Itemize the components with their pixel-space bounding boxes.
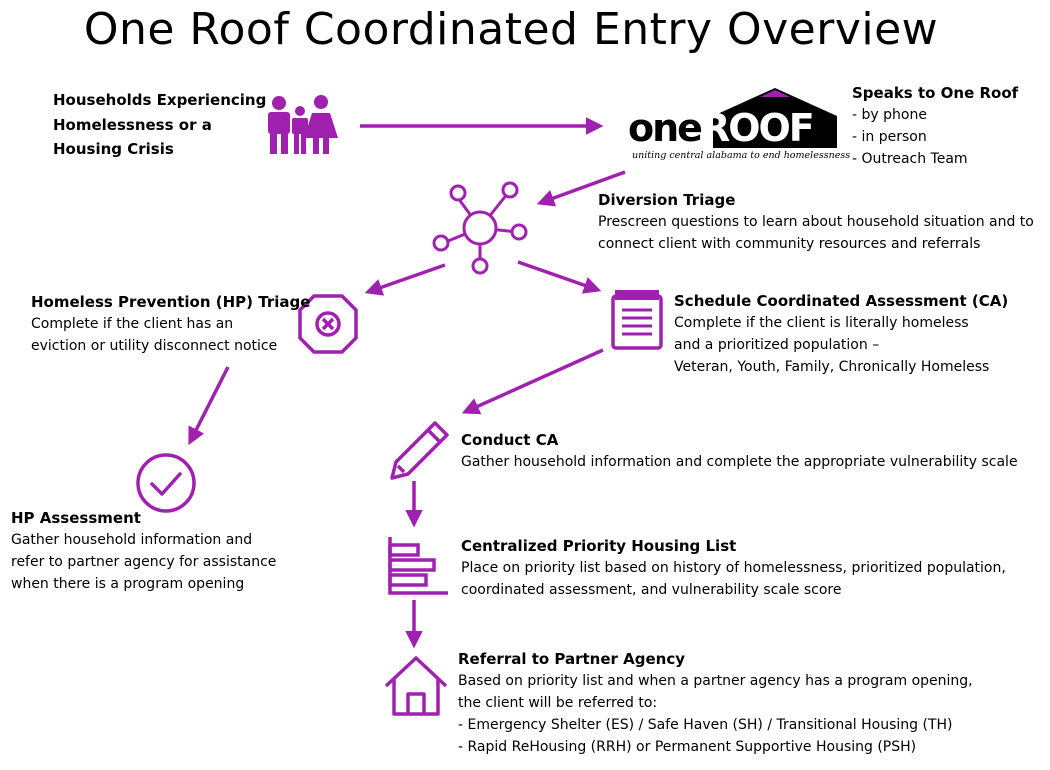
schedule-ca-heading: Schedule Coordinated Assessment (CA) (674, 292, 1009, 310)
priority-list-block: Centralized Priority Housing List Place … (461, 535, 1006, 601)
bar-list-icon (388, 537, 448, 595)
hp-assessment-line-2: refer to partner agency for assistance (11, 554, 277, 570)
hp-assessment-block: HP Assessment Gather household informati… (11, 507, 276, 595)
speaks-item-person: - in person (852, 129, 927, 145)
arrow-hp-triage-to-hp-assessment (188, 366, 230, 446)
referral-line-4: - Rapid ReHousing (RRH) or Permanent Sup… (458, 739, 917, 755)
priority-list-line-2: coordinated assessment, and vulnerabilit… (461, 582, 842, 598)
diversion-block: Diversion Triage Prescreen questions to … (598, 189, 1034, 255)
priority-list-heading: Centralized Priority Housing List (461, 537, 737, 555)
referral-heading: Referral to Partner Agency (458, 650, 686, 668)
pencil-icon (390, 421, 449, 480)
arrow-oneroof-to-diversion (536, 170, 626, 207)
hp-triage-line-2: eviction or utility disconnect notice (31, 338, 278, 354)
arrow-diversion-to-schedule-ca (517, 260, 602, 294)
schedule-ca-line-1: Complete if the client is literally home… (674, 315, 969, 331)
households-line-1: Households Experiencing (53, 91, 267, 109)
logo-word-roof: ROOF (700, 106, 815, 150)
notepad-icon (611, 290, 663, 350)
households-line-2: Homelessness or a (53, 115, 212, 134)
page-title: One Roof Coordinated Entry Overview (83, 4, 939, 55)
flow-arrows (188, 117, 626, 649)
schedule-ca-line-3: Veteran, Youth, Family, Chronically Home… (674, 359, 990, 375)
speaks-block: Speaks to One Roof - by phone - in perso… (852, 82, 1018, 170)
speaks-item-outreach: - Outreach Team (852, 151, 968, 167)
hp-assessment-line-3: when there is a program opening (11, 576, 245, 592)
hp-assessment-heading: HP Assessment (11, 509, 141, 527)
hp-triage-block: Homeless Prevention (HP) Triage Complete… (31, 291, 310, 357)
oneroof-logo: oneROOF (628, 106, 815, 150)
referral-block: Referral to Partner Agency Based on prio… (458, 648, 973, 758)
arrow-diversion-to-hp-triage (364, 263, 446, 296)
hp-assessment-line-1: Gather household information and (11, 532, 253, 548)
referral-line-2: the client will be referred to: (458, 695, 658, 711)
schedule-ca-line-2: and a prioritized population – (674, 337, 880, 353)
households-line-3: Housing Crisis (53, 140, 174, 158)
family-icon (268, 95, 338, 154)
conduct-ca-line-1: Gather household information and complet… (461, 454, 1018, 470)
logo-word-one: one (628, 106, 703, 150)
hp-triage-heading: Homeless Prevention (HP) Triage (31, 293, 311, 311)
logo-tagline: uniting central alabama to end homelessn… (632, 150, 851, 161)
hp-triage-line-1: Complete if the client has an (31, 316, 234, 332)
referral-line-3: - Emergency Shelter (ES) / Safe Haven (S… (458, 717, 953, 733)
speaks-heading: Speaks to One Roof (852, 84, 1019, 102)
priority-list-line-1: Place on priority list based on history … (461, 560, 1006, 576)
diversion-line-2: connect client with community resources … (598, 236, 981, 252)
conduct-ca-block: Conduct CA Gather household information … (461, 429, 1018, 473)
arrow-schedule-to-conduct-ca (461, 348, 604, 415)
conduct-ca-heading: Conduct CA (461, 431, 559, 449)
households-block: Households Experiencing Homelessness or … (53, 88, 266, 162)
diversion-heading: Diversion Triage (598, 191, 736, 209)
stop-sign-x-icon (298, 294, 358, 354)
network-hub-icon (432, 181, 528, 275)
referral-line-1: Based on priority list and when a partne… (458, 673, 973, 689)
speaks-item-phone: - by phone (852, 107, 927, 123)
house-icon (384, 656, 448, 716)
schedule-ca-block: Schedule Coordinated Assessment (CA) Com… (674, 290, 1008, 378)
oneroof-logo-icon (713, 88, 837, 148)
diversion-line-1: Prescreen questions to learn about house… (598, 214, 1034, 230)
check-circle-icon (136, 453, 196, 513)
